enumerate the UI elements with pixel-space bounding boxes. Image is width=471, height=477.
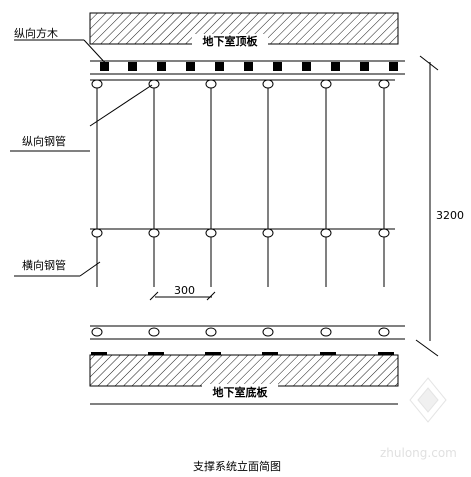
timber-square — [186, 62, 195, 71]
pipe-circle — [262, 79, 274, 89]
base-pad — [148, 352, 164, 355]
base-pad — [205, 352, 221, 355]
vertical-steel-posts — [96, 80, 385, 287]
pipe-circle — [262, 327, 274, 337]
upper-longitudinal-pipe-circles — [91, 79, 390, 89]
timber-square — [244, 62, 253, 71]
base-pads-row — [91, 352, 394, 355]
pipe-circle — [262, 228, 274, 238]
timber-square — [302, 62, 311, 71]
pipe-circle — [205, 228, 217, 238]
pipe-circle — [91, 228, 103, 238]
pipe-circle — [378, 79, 390, 89]
transverse-steel-pipe-label: 横向钢管 — [22, 258, 66, 272]
watermark: zhulong.com — [380, 377, 457, 460]
base-pad — [378, 352, 394, 355]
pipe-circle — [205, 327, 217, 337]
transverse-steel-pipe-leader — [79, 261, 101, 277]
pipe-circle — [378, 228, 390, 238]
spacing-tick-left — [149, 291, 159, 301]
basement-floor-slab — [89, 354, 399, 387]
basement-floor-slab-label: 地下室底板 — [213, 385, 269, 399]
timber-square — [360, 62, 369, 71]
pipe-circle — [205, 79, 217, 89]
diagram-caption: 支撑系统立面简图 — [193, 459, 281, 473]
middle-longitudinal-pipe-circles — [91, 228, 390, 238]
timber-square — [331, 62, 340, 71]
height-tick-top — [419, 55, 439, 71]
basement-roof-slab-label: 地下室顶板 — [203, 34, 259, 48]
longitudinal-timber-leader — [83, 39, 109, 67]
longitudinal-steel-pipe-label: 纵向钢管 — [22, 134, 66, 148]
lower-longitudinal-pipe-circles — [91, 327, 390, 337]
timber-square — [215, 62, 224, 71]
pipe-circle — [91, 327, 103, 337]
pipe-circle — [320, 79, 332, 89]
pipe-circle — [148, 228, 160, 238]
height-tick-bottom — [415, 339, 439, 357]
timber-square — [157, 62, 166, 71]
timber-square — [389, 62, 398, 71]
timber-square — [273, 62, 282, 71]
pipe-circle — [378, 327, 390, 337]
roof-slab-label-bg — [192, 34, 268, 47]
longitudinal-steel-pipe-leader — [89, 84, 153, 127]
longitudinal-timber-row — [100, 62, 398, 71]
pipe-circle — [148, 79, 160, 89]
floor-slab-label-bg — [202, 384, 278, 398]
pipe-circle — [320, 327, 332, 337]
base-pad — [320, 352, 336, 355]
pipe-circle — [320, 228, 332, 238]
timber-square — [128, 62, 137, 71]
spacing-tick-right — [206, 291, 216, 301]
base-pad — [91, 352, 107, 355]
spacing-dimension-value: 300 — [174, 284, 195, 297]
watermark-logo-icon — [409, 377, 447, 423]
pipe-circle — [91, 79, 103, 89]
base-pad — [262, 352, 278, 355]
height-dimension-value: 3200 — [436, 209, 464, 222]
watermark-text: zhulong.com — [380, 446, 457, 460]
pipe-circle — [148, 327, 160, 337]
longitudinal-timber-label: 纵向方木 — [14, 26, 58, 40]
timber-square — [100, 62, 109, 71]
